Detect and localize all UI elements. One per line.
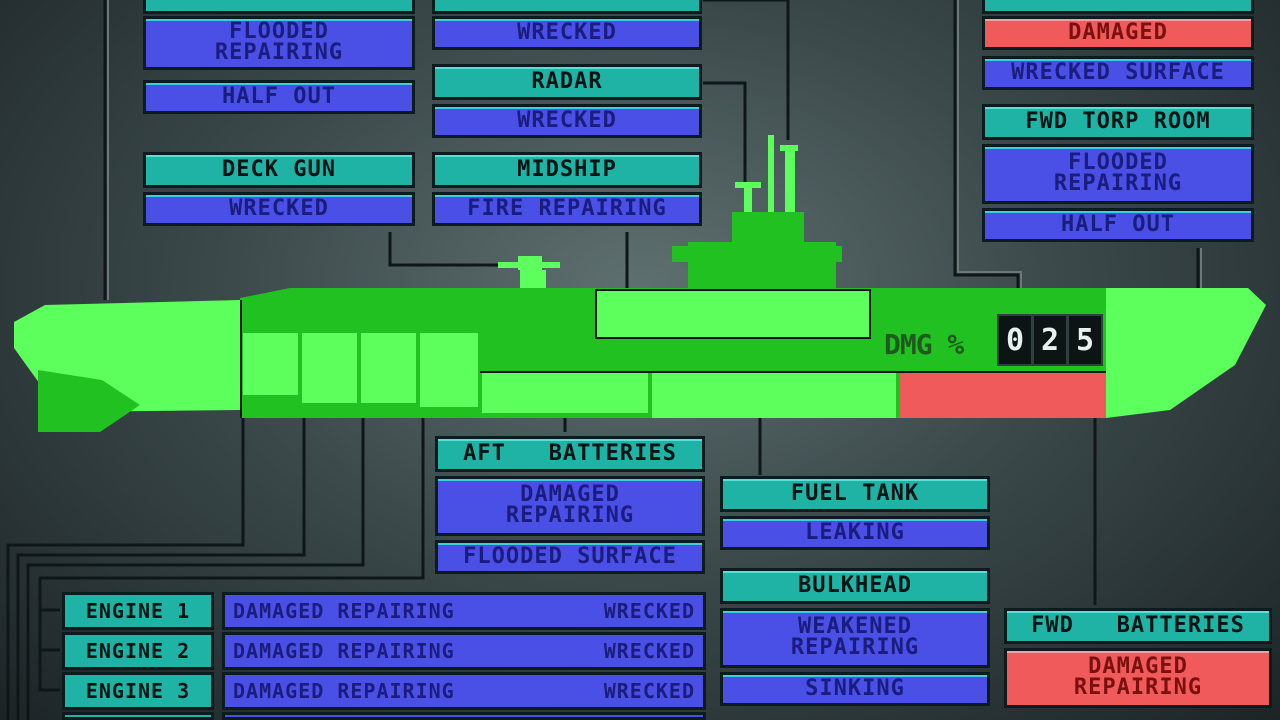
dive-planes-detail: WRECKED SURFACE <box>982 56 1254 90</box>
radar-title: RADAR <box>432 64 702 100</box>
fuel-tank-panel: FUEL TANK LEAKING <box>720 476 990 556</box>
fuel-tank-status: LEAKING <box>720 516 990 550</box>
deck-gun-status: WRECKED <box>143 192 415 226</box>
aft-torp-room-panel: FLOODED REPAIRING HALF OUT <box>143 0 415 120</box>
aft-batteries-panel: AFT BATTERIES DAMAGED REPAIRING FLOODED … <box>435 436 705 578</box>
fwd-batteries-title: FWD BATTERIES <box>1004 608 1272 644</box>
periscopes-panel: WRECKED <box>432 0 702 58</box>
damage-percent-label: DMG % <box>884 328 964 361</box>
midship-status: FIRE REPAIRING <box>432 192 702 226</box>
bulkhead-status: WEAKENED REPAIRING <box>720 608 990 668</box>
damage-digit: 5 <box>1067 314 1103 366</box>
conning-tower <box>672 135 842 292</box>
radar-status: WRECKED <box>432 104 702 138</box>
midship-panel: MIDSHIP FIRE REPAIRING <box>432 152 702 232</box>
bulkhead-panel: BULKHEAD WEAKENED REPAIRING SINKING <box>720 568 990 720</box>
deck-gun-panel: DECK GUN WRECKED <box>143 152 415 232</box>
fwd-torp-room-panel: FWD TORP ROOM FLOODED REPAIRING HALF OUT <box>982 104 1254 249</box>
fwd-torp-room-status: FLOODED REPAIRING <box>982 144 1254 204</box>
midship-title: MIDSHIP <box>432 152 702 188</box>
damage-digit: 2 <box>1032 314 1068 366</box>
radar-panel: RADAR WRECKED <box>432 64 702 144</box>
dive-planes-status: DAMAGED <box>982 16 1254 50</box>
fwd-torp-room-detail: HALF OUT <box>982 208 1254 242</box>
bulkhead-title: BULKHEAD <box>720 568 990 604</box>
fwd-battery-compartment <box>900 373 1106 418</box>
fuel-tank-title: FUEL TANK <box>720 476 990 512</box>
damage-digit: 0 <box>997 314 1033 366</box>
aft-torp-room-status: FLOODED REPAIRING <box>143 16 415 70</box>
fwd-batteries-panel: FWD BATTERIES DAMAGED REPAIRING <box>1004 608 1272 720</box>
aft-batteries-title: AFT BATTERIES <box>435 436 705 472</box>
dive-planes-panel: DAMAGED WRECKED SURFACE <box>982 0 1254 95</box>
deck-gun-model <box>498 256 560 288</box>
bulkhead-detail: SINKING <box>720 672 990 706</box>
periscopes-status: WRECKED <box>432 16 702 50</box>
engine-label: ENGINE 2 <box>62 632 214 670</box>
aft-batteries-status: DAMAGED REPAIRING <box>435 476 705 536</box>
aft-batteries-detail: FLOODED SURFACE <box>435 540 705 574</box>
deck-gun-title: DECK GUN <box>143 152 415 188</box>
fwd-batteries-status: DAMAGED REPAIRING <box>1004 648 1272 708</box>
engine-row-partial <box>62 712 706 720</box>
engine-label: ENGINE 3 <box>62 672 214 710</box>
aft-torp-room-detail: HALF OUT <box>143 80 415 114</box>
fwd-torp-room-title: FWD TORP ROOM <box>982 104 1254 140</box>
engine-label: ENGINE 1 <box>62 592 214 630</box>
